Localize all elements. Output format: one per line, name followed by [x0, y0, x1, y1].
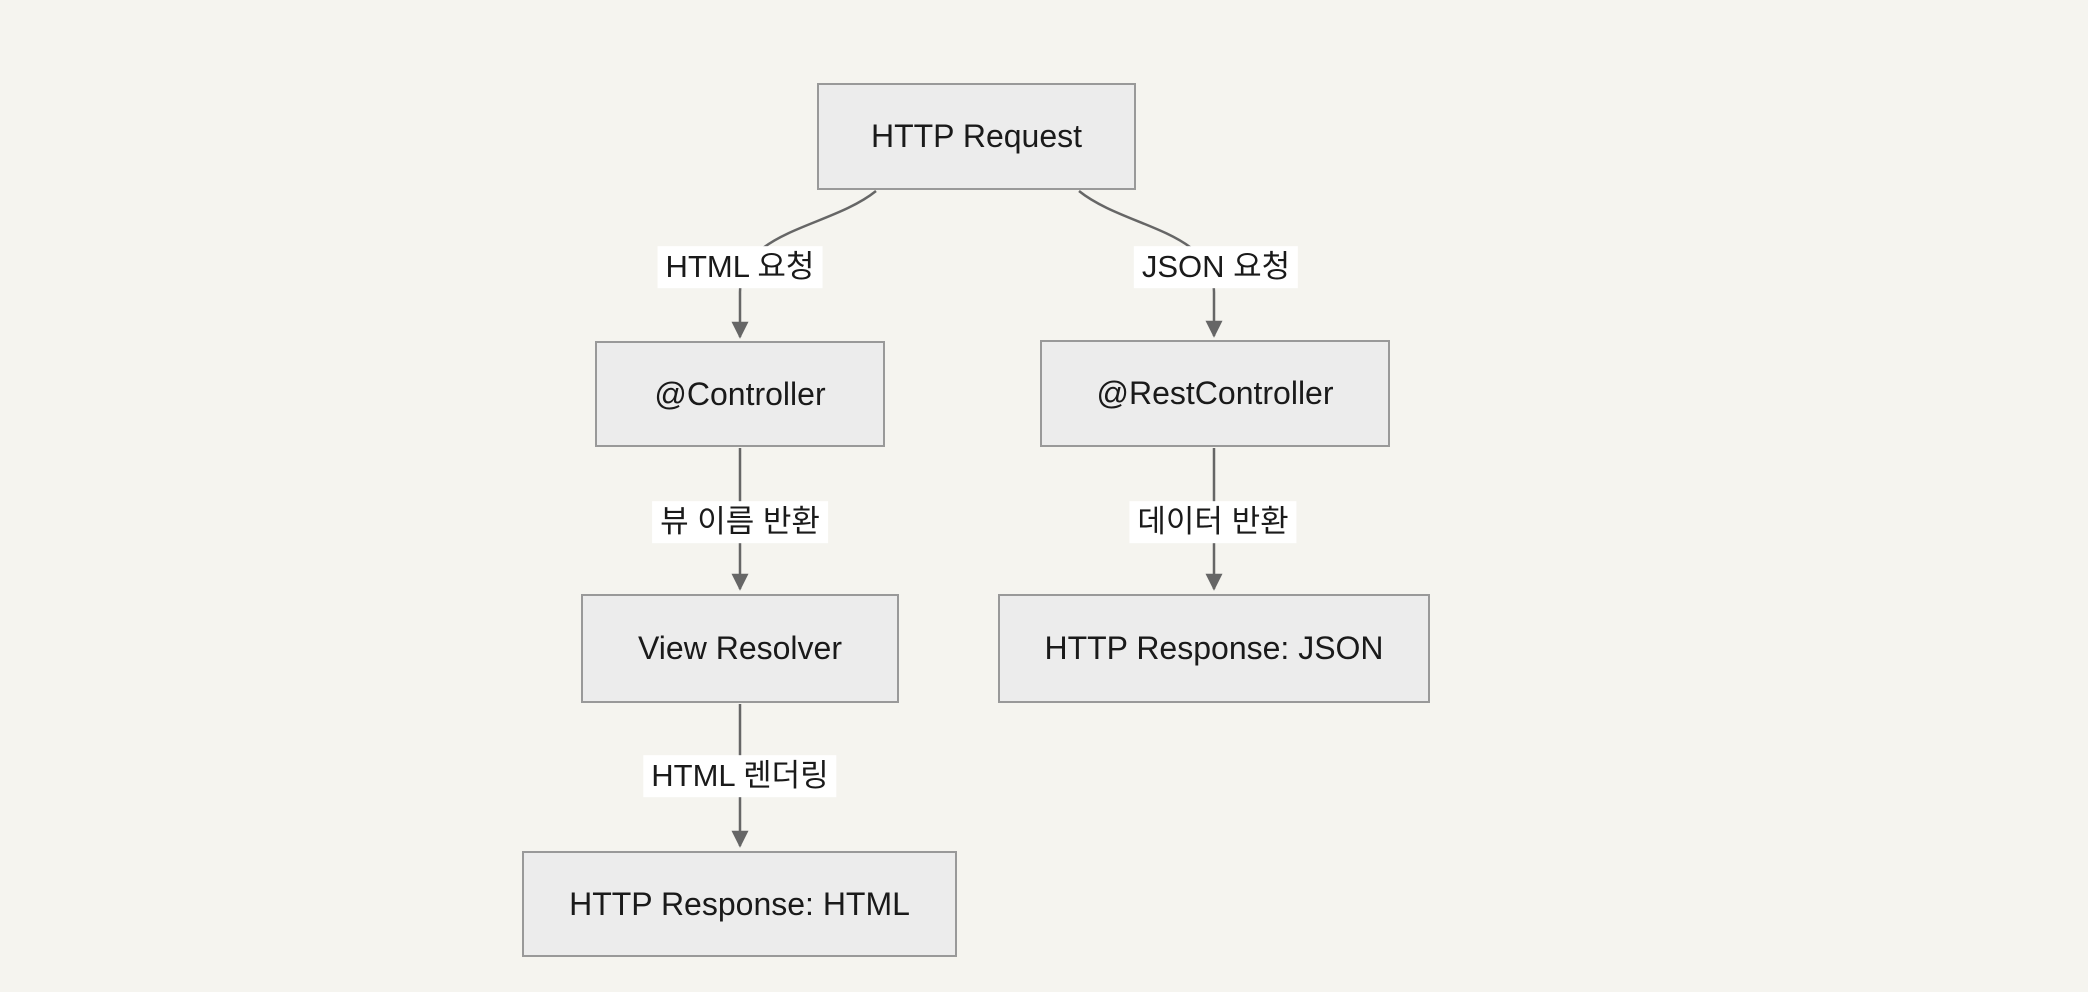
edge-label-html-rendering: HTML 렌더링: [643, 755, 837, 797]
node-http-request: HTTP Request: [817, 83, 1136, 190]
node-http-response-html: HTTP Response: HTML: [522, 851, 957, 957]
node-controller: @Controller: [595, 341, 885, 447]
edge-label-html-request: HTML 요청: [657, 246, 823, 288]
node-http-response-json: HTTP Response: JSON: [998, 594, 1430, 703]
edge-label-data-return: 데이터 반환: [1129, 501, 1297, 543]
node-view-resolver: View Resolver: [581, 594, 899, 703]
node-rest-controller: @RestController: [1040, 340, 1390, 447]
edge-label-view-name-return: 뷰 이름 반환: [652, 501, 828, 543]
edge-label-json-request: JSON 요청: [1133, 246, 1299, 288]
